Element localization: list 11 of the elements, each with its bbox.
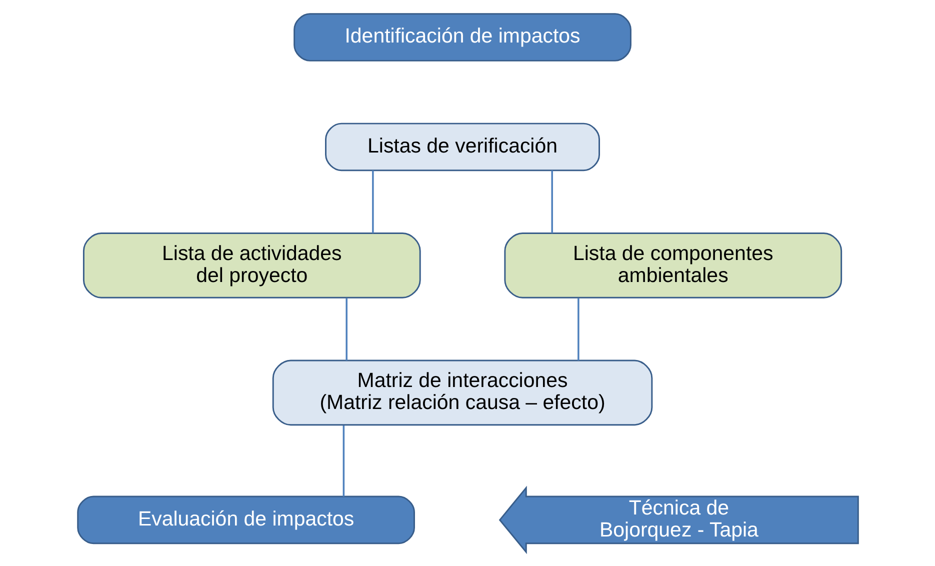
connector [550, 170, 552, 234]
connector [372, 170, 374, 234]
node-box: Lista de actividades del proyecto [82, 232, 420, 298]
node-box: Matriz de interacciones (Matriz relación causa – efecto) [272, 360, 652, 426]
node-box: Listas de verificación [324, 122, 600, 172]
node-box: Evaluación de impactos [76, 496, 414, 544]
connector [342, 425, 344, 497]
node-box: Identificación de impactos [293, 13, 631, 62]
node-box: Lista de componentes ambientales [504, 232, 842, 298]
connector [577, 298, 579, 360]
connector [345, 298, 347, 360]
